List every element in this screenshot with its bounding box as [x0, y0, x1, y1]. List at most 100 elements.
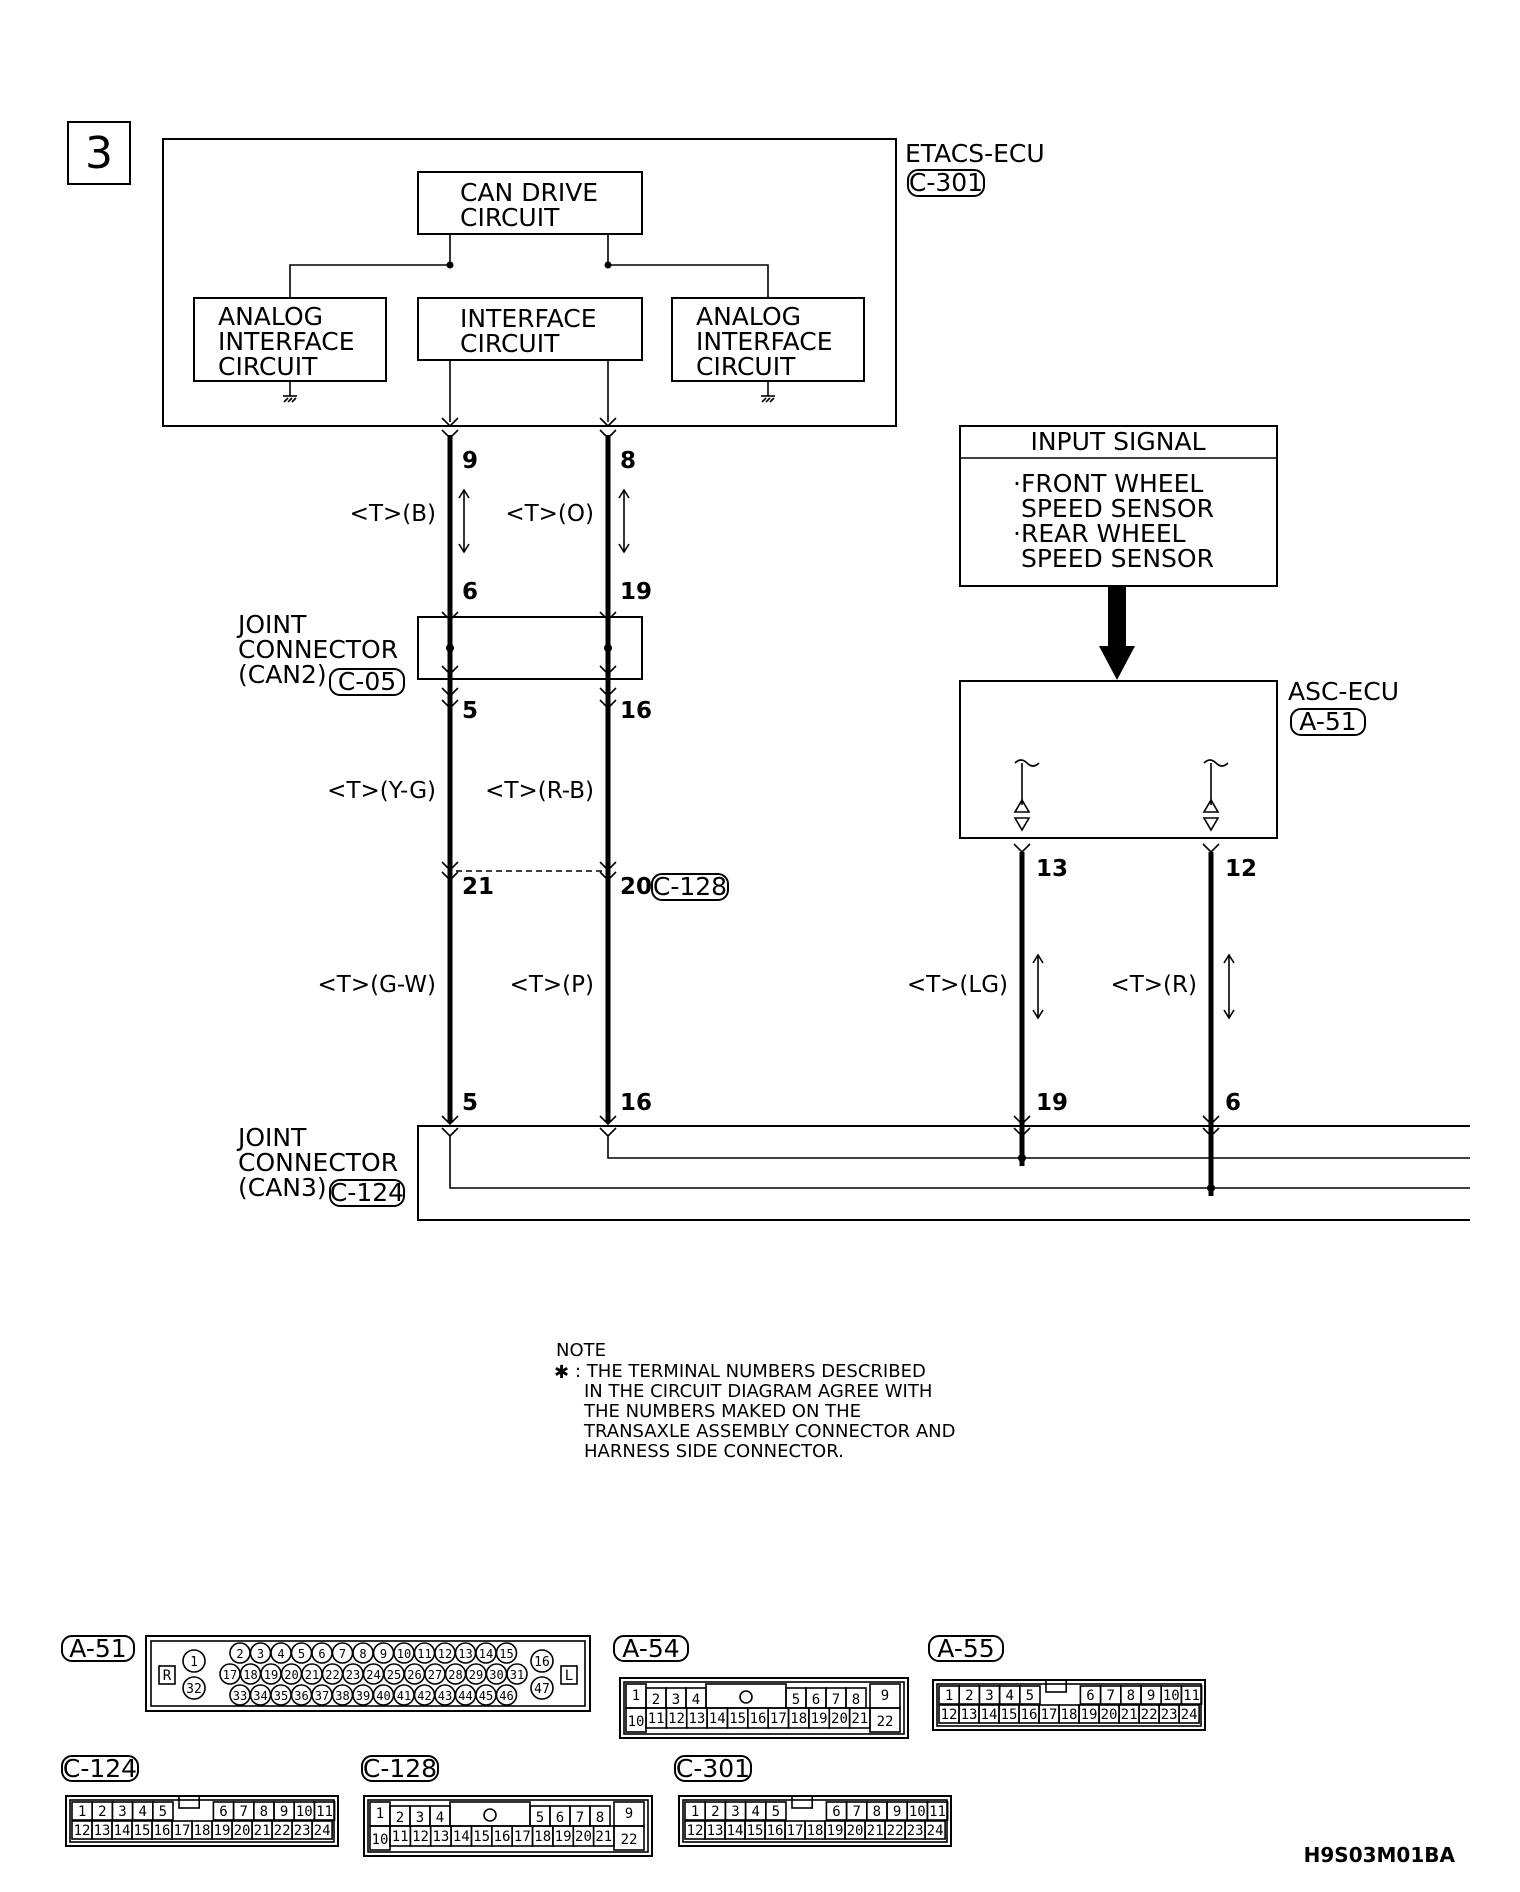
c301-key-icon	[791, 1795, 814, 1809]
c128-pin: 14	[453, 1829, 470, 1845]
c128-pin: 18	[534, 1829, 551, 1845]
c128-badge	[361, 1755, 439, 1782]
a51-pin: 47	[534, 1682, 550, 1697]
c128-pin: 9	[625, 1806, 633, 1822]
a55-pin: 6	[1086, 1688, 1094, 1704]
c128-pin: 4	[436, 1810, 444, 1826]
a54-label: A-54	[622, 1634, 679, 1663]
a54-pin: 18	[790, 1711, 807, 1727]
c124-pin: 4	[138, 1804, 146, 1820]
a54-pin: 10	[628, 1714, 645, 1730]
pin-can2-top-right: 19	[620, 579, 652, 605]
c128-pin: 1	[376, 1806, 384, 1822]
a51-pin: 26	[407, 1668, 421, 1682]
a51-pin: 4	[277, 1647, 284, 1661]
a55-pin: 12	[941, 1707, 958, 1723]
a55-key-icon	[1045, 1679, 1068, 1693]
asc-connector-id: A-51	[1299, 707, 1356, 736]
pin-can3-right: 16	[620, 1090, 652, 1116]
a55-pin: 13	[961, 1707, 978, 1723]
a55-pin: 17	[1041, 1707, 1058, 1723]
a51-pin: 24	[366, 1668, 380, 1682]
a55-pin: 14	[981, 1707, 998, 1723]
pin-c128-left: 21	[462, 874, 494, 900]
note-title: NOTE	[556, 1340, 606, 1361]
a54-pin: 15	[729, 1711, 746, 1727]
c128-pin: 21	[595, 1829, 612, 1845]
a55-pin: 1	[945, 1688, 953, 1704]
a51-pin: 16	[534, 1655, 550, 1670]
c128-pin: 10	[372, 1832, 389, 1848]
bidirectional-arrow-icon-2	[618, 488, 630, 554]
c124-pin: 16	[154, 1823, 171, 1839]
a51-pin: 30	[489, 1668, 503, 1682]
a55-pin: 20	[1101, 1707, 1118, 1723]
etacs-ecu-label: ETACS-ECU	[905, 139, 1045, 168]
c301-pin: 3	[731, 1804, 739, 1820]
analog-right-line3: CIRCUIT	[696, 352, 796, 381]
a55-pin: 23	[1161, 1707, 1178, 1723]
a55-pin: 7	[1106, 1688, 1114, 1704]
ground-icon-right	[761, 381, 775, 403]
a51-pin: 5	[298, 1647, 305, 1661]
page-number: 3	[85, 128, 113, 179]
c301-pin: 4	[751, 1804, 759, 1820]
c301-pin: 1	[691, 1804, 699, 1820]
c128-key-icon	[449, 1801, 531, 1827]
c128-pin: 3	[416, 1810, 424, 1826]
c301-pin: 8	[873, 1804, 881, 1820]
page-number-box	[67, 121, 131, 185]
a55-pin: 19	[1081, 1707, 1098, 1723]
a51-label: A-51	[69, 1634, 126, 1663]
a51-pin: 8	[359, 1647, 366, 1661]
c128-pin: 20	[575, 1829, 592, 1845]
a51-pin: 19	[264, 1668, 278, 1682]
c301-pin: 9	[893, 1804, 901, 1820]
a51-pin: 34	[253, 1689, 267, 1703]
c301-pin: 5	[772, 1804, 780, 1820]
c124-pin: 18	[194, 1823, 211, 1839]
a55-pin: 8	[1127, 1688, 1135, 1704]
c128-connector-id: C-128	[653, 872, 727, 901]
analog-right-line1: ANALOG	[696, 302, 801, 331]
c124-pin: 15	[134, 1823, 151, 1839]
c301-pin: 15	[747, 1823, 764, 1839]
c124-pin: 9	[280, 1804, 288, 1820]
c128-pin: 19	[555, 1829, 572, 1845]
can-drive-circuit-block	[417, 171, 643, 235]
can2-label-line1: JOINT	[236, 610, 307, 639]
c128-pin: 7	[576, 1810, 584, 1826]
joint-connector-can2-box	[417, 616, 643, 680]
a51-pin: 12	[438, 1647, 452, 1661]
note-line4: TRANSAXLE ASSEMBLY CONNECTOR AND	[583, 1421, 956, 1442]
can2-label-line3: (CAN2)	[238, 660, 327, 689]
a55-pin: 11	[1183, 1688, 1200, 1704]
etacs-ecu-box	[162, 138, 897, 427]
a51-pin: 15	[499, 1647, 513, 1661]
etacs-connector-badge	[907, 169, 985, 197]
input-signal-line4: SPEED SENSOR	[1013, 544, 1214, 573]
transceiver-icon-right	[1202, 759, 1229, 832]
pin-asc-right: 12	[1225, 856, 1257, 882]
c301-pin: 23	[907, 1823, 924, 1839]
a54-badge	[613, 1635, 689, 1662]
joint-connector-can3-box	[417, 1125, 1470, 1221]
c301-pin: 19	[827, 1823, 844, 1839]
a55-pin: 2	[965, 1688, 973, 1704]
c301-pin: 14	[727, 1823, 744, 1839]
note-line5: HARNESS SIDE CONNECTOR.	[584, 1441, 844, 1462]
a51-pin: 7	[339, 1647, 346, 1661]
asc-ecu-box	[959, 680, 1278, 839]
c301-pin: 7	[852, 1804, 860, 1820]
c301-label: C-301	[676, 1754, 750, 1783]
c301-pin: 24	[927, 1823, 944, 1839]
a51-pin: 42	[417, 1689, 431, 1703]
analog-left-line1: ANALOG	[218, 302, 323, 331]
input-signal-line2: SPEED SENSOR	[1013, 494, 1214, 523]
a55-pin: 4	[1005, 1688, 1013, 1704]
a51-pin: 44	[458, 1689, 472, 1703]
wire-label-g-w: <T>(G-W)	[318, 972, 436, 998]
